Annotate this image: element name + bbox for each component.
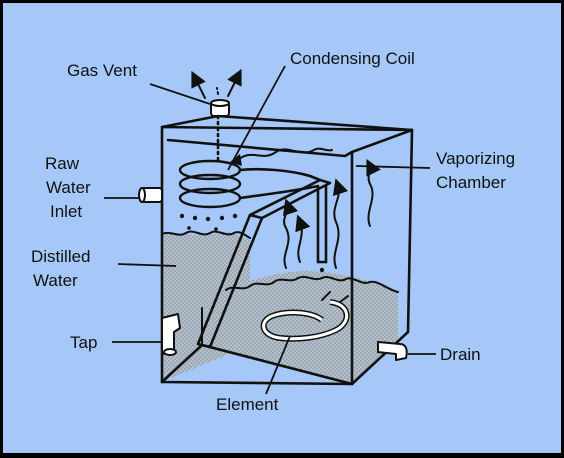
label-tap: Tap	[70, 333, 97, 352]
label-raw-water-inlet-line1: Raw	[45, 154, 80, 173]
label-distilled-water-line1: Distilled	[31, 247, 91, 266]
condensing-coil	[178, 114, 328, 264]
vaporizing-water-surface	[225, 275, 399, 293]
leader-vaporizing-chamber	[355, 165, 431, 169]
label-condensing-coil: Condensing Coil	[290, 49, 415, 68]
label-raw-water-inlet-line2: Water	[46, 178, 91, 197]
label-element: Element	[216, 395, 279, 414]
label-distilled-water-line2: Water	[33, 271, 78, 290]
heating-element	[260, 291, 350, 342]
leader-element	[265, 335, 291, 395]
diagram-background	[3, 3, 561, 453]
leader-gas-vent	[149, 83, 211, 105]
leader-distilled-water	[117, 263, 177, 267]
label-drain: Drain	[440, 345, 481, 364]
label-raw-water-inlet-line3: Inlet	[50, 202, 82, 221]
gas-vent-arrows	[191, 68, 242, 99]
condensate-drips	[179, 213, 325, 273]
label-vaporizing-chamber-line1: Vaporizing	[436, 149, 515, 168]
label-vaporizing-chamber-line2: Chamber	[436, 173, 506, 192]
tap	[161, 313, 181, 356]
gas-vent	[210, 99, 230, 117]
distilled-water-surface	[161, 230, 251, 239]
drain	[377, 341, 408, 361]
leader-lines	[104, 65, 436, 395]
leader-condensing-coil	[227, 65, 286, 171]
raw-water-inlet-pipe	[138, 187, 163, 203]
vapor-arrows	[230, 147, 381, 269]
label-gas-vent: Gas Vent	[67, 61, 137, 80]
